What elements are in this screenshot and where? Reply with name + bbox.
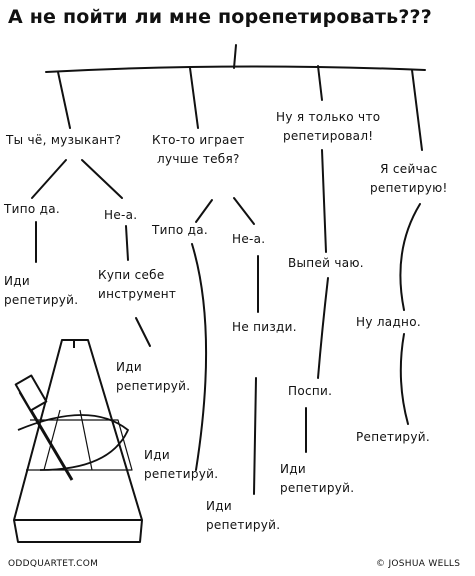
line-no-buy — [125, 225, 129, 261]
answer-musician-yes: Типо да. — [4, 202, 60, 216]
result-go-rehearse-4: Иди репетируй. — [206, 499, 281, 532]
result-go-rehearse-3: Иди репетируй. — [144, 448, 219, 481]
drop-better — [189, 67, 199, 129]
site-credit: ODDQUARTET.COM — [8, 559, 99, 569]
line-ok-final — [399, 333, 409, 425]
result-go-rehearse-1: Иди репетируй. — [4, 274, 79, 307]
author-credit: © JOSHUA WELLS — [376, 559, 461, 569]
line-musician-no — [81, 159, 123, 199]
result-sleep: Поспи. — [288, 384, 333, 398]
top-hanger — [233, 44, 237, 69]
question-better: Кто-то играет лучше тебя? — [152, 133, 245, 166]
line-buy-go2 — [135, 317, 151, 347]
top-bar — [45, 65, 426, 73]
line-lie-go4 — [253, 377, 257, 495]
result-go-rehearse-5: Иди репетируй. — [280, 462, 355, 495]
line-now-ok — [399, 203, 421, 311]
result-lie: Не пизди. — [232, 320, 297, 334]
answer-musician-no: Не-а. — [104, 208, 138, 222]
line-musician-yes — [31, 159, 67, 199]
line-rehearsed-tea — [321, 149, 327, 253]
drop-rehearsing-now — [411, 69, 423, 151]
metronome-icon — [13, 339, 143, 543]
answer-rehearsing-now: Я сейчас репетирую! — [370, 162, 448, 195]
drop-musician — [57, 71, 71, 129]
line-better-no — [233, 197, 255, 225]
result-tea: Выпей чаю. — [288, 256, 364, 270]
answer-better-no: Не-а. — [232, 232, 266, 246]
answer-better-yes: Типо да. — [152, 223, 208, 237]
question-musician: Ты чё, музыкант? — [6, 133, 122, 147]
result-buy-instrument: Купи себе инструмент — [98, 268, 177, 301]
result-rehearse-final: Репетируй. — [356, 430, 430, 444]
line-yes-go3 — [191, 243, 208, 471]
page-title: А не пойти ли мне порепетировать??? — [8, 6, 432, 28]
result-ok: Ну ладно. — [356, 315, 421, 329]
line-tea-sleep — [317, 277, 329, 379]
result-go-rehearse-2: Иди репетируй. — [116, 360, 191, 393]
answer-just-rehearsed: Ну я только что репетировал! — [276, 110, 381, 143]
drop-just-rehearsed — [317, 65, 323, 101]
line-better-yes — [195, 199, 213, 223]
